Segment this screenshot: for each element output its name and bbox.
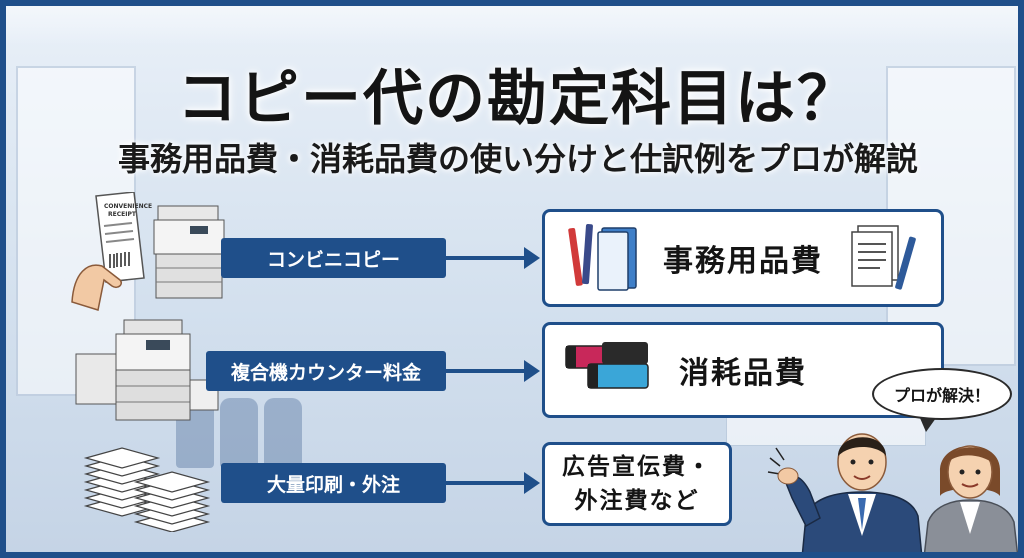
documents-and-pen-icon — [851, 225, 916, 290]
page-subtitle: 事務用品費・消耗品費の使い分けと仕訳例をプロが解説 — [117, 140, 918, 178]
background-chair — [220, 398, 258, 468]
receipt-text-line: CONVENIENCE — [104, 203, 152, 210]
row-label-convenience-copy: コンビニコピー — [221, 238, 446, 278]
result-consumables: 消耗品費 — [679, 356, 807, 391]
pens-and-folder-icon — [568, 223, 637, 291]
receipt-in-hand-icon: CONVENIENCE RECEIPT — [71, 192, 152, 311]
result-advertising-outsourcing: 広告宣伝費・ 外注費など — [562, 450, 712, 518]
arrow-right-icon — [446, 472, 540, 494]
arrow-right-icon — [446, 247, 540, 269]
row-label-bulk-printing-outsourcing: 大量印刷・外注 — [221, 463, 446, 503]
ceiling-background — [6, 6, 1018, 46]
page-title: コピー代の勘定科目は？ — [177, 64, 859, 134]
copier-icon — [153, 205, 225, 299]
row-label-mfp-counter-fee: 複合機カウンター料金 — [206, 351, 446, 391]
receipt-text-line: RECEIPT — [108, 211, 137, 218]
result-line: 外注費など — [574, 488, 700, 514]
paper-stacks-icon — [83, 447, 211, 532]
speech-bubble: プロが解決！ — [872, 368, 1012, 432]
result-office-supplies: 事務用品費 — [663, 244, 823, 279]
result-box-advertising-outsourcing: 広告宣伝費・ 外注費など — [542, 442, 732, 526]
background-desk — [726, 416, 926, 446]
businessman-illustration — [767, 433, 923, 552]
arrow-right-icon — [446, 360, 540, 382]
background-chair — [264, 398, 302, 468]
businesswoman-illustration — [923, 445, 1018, 552]
result-line: 広告宣伝費・ — [562, 454, 712, 480]
toner-cartridges-icon — [565, 342, 649, 389]
multifunction-printer-icon — [75, 319, 219, 421]
